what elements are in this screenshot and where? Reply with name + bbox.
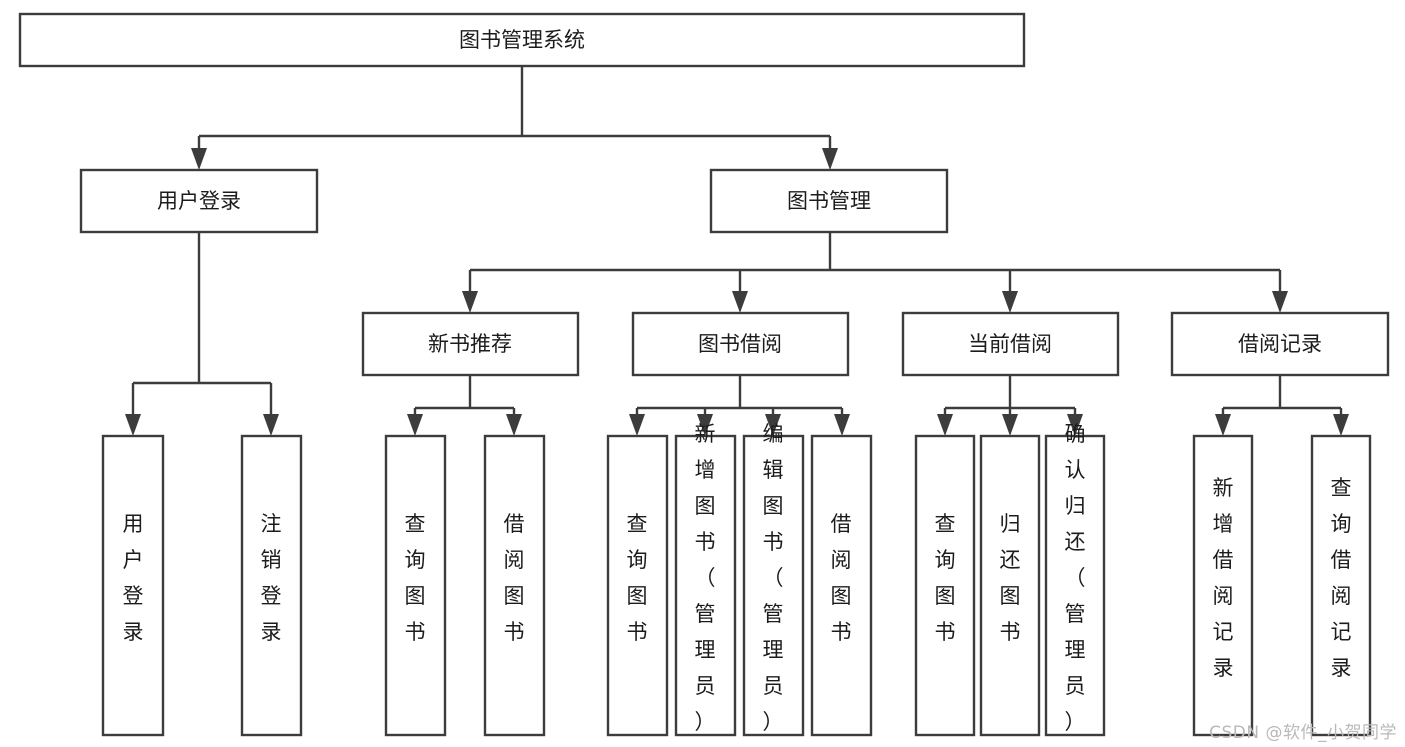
node-leaf-user-login[interactable]: 用户登录 (101, 434, 165, 737)
arrow-to-leaf-add-record (1215, 414, 1231, 436)
node-leaf-query-book-3-box[interactable] (914, 434, 976, 737)
node-leaf-confirm-return[interactable]: 确认归还（管理员） (1044, 422, 1106, 737)
arrow-to-book-manage (822, 148, 838, 170)
node-leaf-borrow-book-2[interactable]: 借阅图书 (810, 434, 873, 737)
node-user-login-box[interactable] (79, 168, 319, 234)
arrow-to-leaf-user-logout (263, 414, 279, 436)
node-root-label: 图书管理系统 (459, 28, 585, 52)
node-book-borrow-label: 图书借阅 (698, 332, 782, 356)
node-leaf-return-book-box[interactable] (979, 434, 1041, 737)
arrow-to-leaf-edit-book (765, 414, 781, 436)
arrow-to-leaf-return-book (1002, 414, 1018, 436)
node-book-manage-box[interactable] (709, 168, 949, 234)
node-current-borrow-label: 当前借阅 (968, 332, 1052, 356)
arrow-to-leaf-query-record (1333, 414, 1349, 436)
node-leaf-edit-book[interactable]: 编辑图书（管理员） (742, 422, 805, 737)
node-current-borrow[interactable]: 当前借阅 (901, 311, 1120, 377)
node-leaf-query-record-box[interactable] (1310, 434, 1372, 737)
node-root[interactable]: 图书管理系统 (18, 12, 1026, 68)
node-leaf-query-book-1-label: 查询图书 (405, 512, 426, 644)
arrow-to-leaf-query-book-3 (937, 414, 953, 436)
connector-user-login-to-bus (131, 232, 273, 424)
node-leaf-user-logout[interactable]: 注销登录 (240, 434, 303, 737)
node-leaf-return-book-label: 归还图书 (1000, 512, 1021, 644)
connector-layer (125, 66, 1349, 436)
node-user-login-label: 用户登录 (157, 189, 241, 213)
arrow-to-leaf-user-login (125, 414, 141, 436)
node-user-login[interactable]: 用户登录 (79, 168, 319, 234)
node-leaf-add-book[interactable]: 新增图书（管理员） (674, 422, 737, 737)
node-book-manage[interactable]: 图书管理 (709, 168, 949, 234)
node-new-book-recommend-box[interactable] (361, 311, 580, 377)
node-book-borrow-box[interactable] (631, 311, 850, 377)
arrow-to-leaf-add-book (697, 414, 713, 436)
node-new-book-recommend[interactable]: 新书推荐 (361, 311, 580, 377)
arrow-to-user-login (191, 148, 207, 170)
node-current-borrow-box[interactable] (901, 311, 1120, 377)
arrow-to-leaf-query-book-2 (629, 414, 645, 436)
node-leaf-add-record-label: 新增借阅记录 (1213, 476, 1234, 680)
arrow-to-borrow-record (1272, 291, 1288, 313)
arrow-to-leaf-borrow-book-1 (506, 414, 522, 436)
node-leaf-add-book-box[interactable] (674, 434, 737, 737)
node-leaf-user-logout-box[interactable] (240, 434, 303, 737)
node-leaf-query-book-3[interactable]: 查询图书 (914, 434, 976, 737)
node-leaf-user-login-box[interactable] (101, 434, 165, 737)
watermark-label: CSDN @软件_小贺同学 (1209, 723, 1397, 743)
node-book-manage-label: 图书管理 (787, 189, 871, 213)
node-leaf-borrow-book-1[interactable]: 借阅图书 (483, 434, 546, 737)
node-leaf-query-book-2-label: 查询图书 (627, 512, 648, 644)
arrow-to-leaf-query-book-1 (407, 414, 423, 436)
node-leaf-user-login-label: 用户登录 (123, 512, 144, 644)
node-leaf-query-record[interactable]: 查询借阅记录 (1310, 434, 1372, 737)
node-borrow-record-box[interactable] (1170, 311, 1390, 377)
node-leaf-query-book-1[interactable]: 查询图书 (384, 434, 447, 737)
node-leaf-add-record-box[interactable] (1192, 434, 1254, 737)
node-borrow-record[interactable]: 借阅记录 (1170, 311, 1390, 377)
node-leaf-confirm-return-label: 确认归还（管理员） (1065, 422, 1086, 734)
node-root-box[interactable] (18, 12, 1026, 68)
node-leaf-edit-book-box[interactable] (742, 434, 805, 737)
node-leaf-confirm-return-box[interactable] (1044, 434, 1106, 737)
arrow-to-leaf-confirm-return (1067, 414, 1083, 436)
node-borrow-record-label: 借阅记录 (1238, 332, 1322, 356)
connector-root-to-bus (197, 66, 832, 157)
node-leaf-borrow-book-1-box[interactable] (483, 434, 546, 737)
arrow-to-leaf-borrow-book-2 (834, 414, 850, 436)
arrow-to-new-book-recommend (462, 291, 478, 313)
node-new-book-recommend-label: 新书推荐 (428, 332, 512, 356)
node-leaf-query-book-3-label: 查询图书 (935, 512, 956, 644)
connector-borrow-record-to-bus (1221, 375, 1343, 424)
connector-book-borrow-to-bus (635, 375, 844, 424)
node-leaf-borrow-book-2-box[interactable] (810, 434, 873, 737)
node-leaf-edit-book-label: 编辑图书（管理员） (763, 422, 784, 734)
node-leaf-query-book-1-box[interactable] (384, 434, 447, 737)
arrow-to-book-borrow (732, 291, 748, 313)
node-leaf-query-book-2-box[interactable] (606, 434, 669, 737)
node-leaf-add-record[interactable]: 新增借阅记录 (1192, 434, 1254, 737)
node-book-borrow[interactable]: 图书借阅 (631, 311, 850, 377)
node-leaf-query-book-2[interactable]: 查询图书 (606, 434, 669, 737)
node-leaf-add-book-label: 新增图书（管理员） (695, 422, 716, 734)
node-leaf-return-book[interactable]: 归还图书 (979, 434, 1041, 737)
arrow-to-current-borrow (1002, 291, 1018, 313)
node-leaf-user-logout-label: 注销登录 (261, 512, 282, 644)
connector-book-manage-to-bus (468, 232, 1282, 300)
node-leaf-query-record-label: 查询借阅记录 (1331, 476, 1352, 680)
node-leaf-borrow-book-2-label: 借阅图书 (831, 512, 852, 644)
node-leaf-borrow-book-1-label: 借阅图书 (504, 512, 525, 644)
connector-new-book-recommend-to-bus (413, 375, 516, 424)
